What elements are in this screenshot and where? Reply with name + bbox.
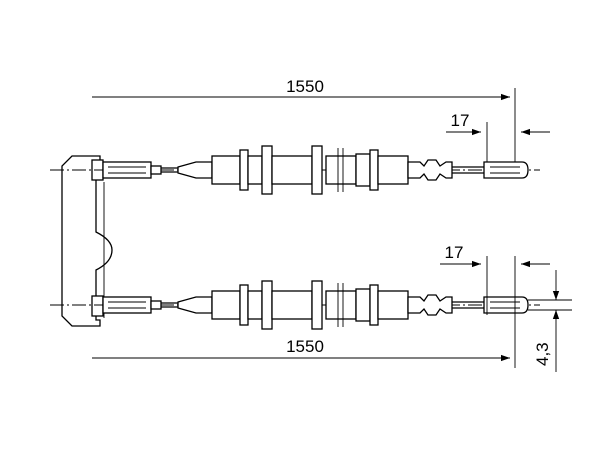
top-end-label: 17 <box>451 111 470 130</box>
upper-cable <box>49 145 541 195</box>
bottom-end-label: 17 <box>445 243 464 262</box>
lower-cable <box>49 280 541 330</box>
bracket-bottom-end <box>91 295 104 317</box>
top-length-label: 1550 <box>286 77 324 96</box>
bracket <box>61 155 113 327</box>
bottom-length-label: 1550 <box>286 337 324 356</box>
offset-label: 4,3 <box>533 342 552 366</box>
